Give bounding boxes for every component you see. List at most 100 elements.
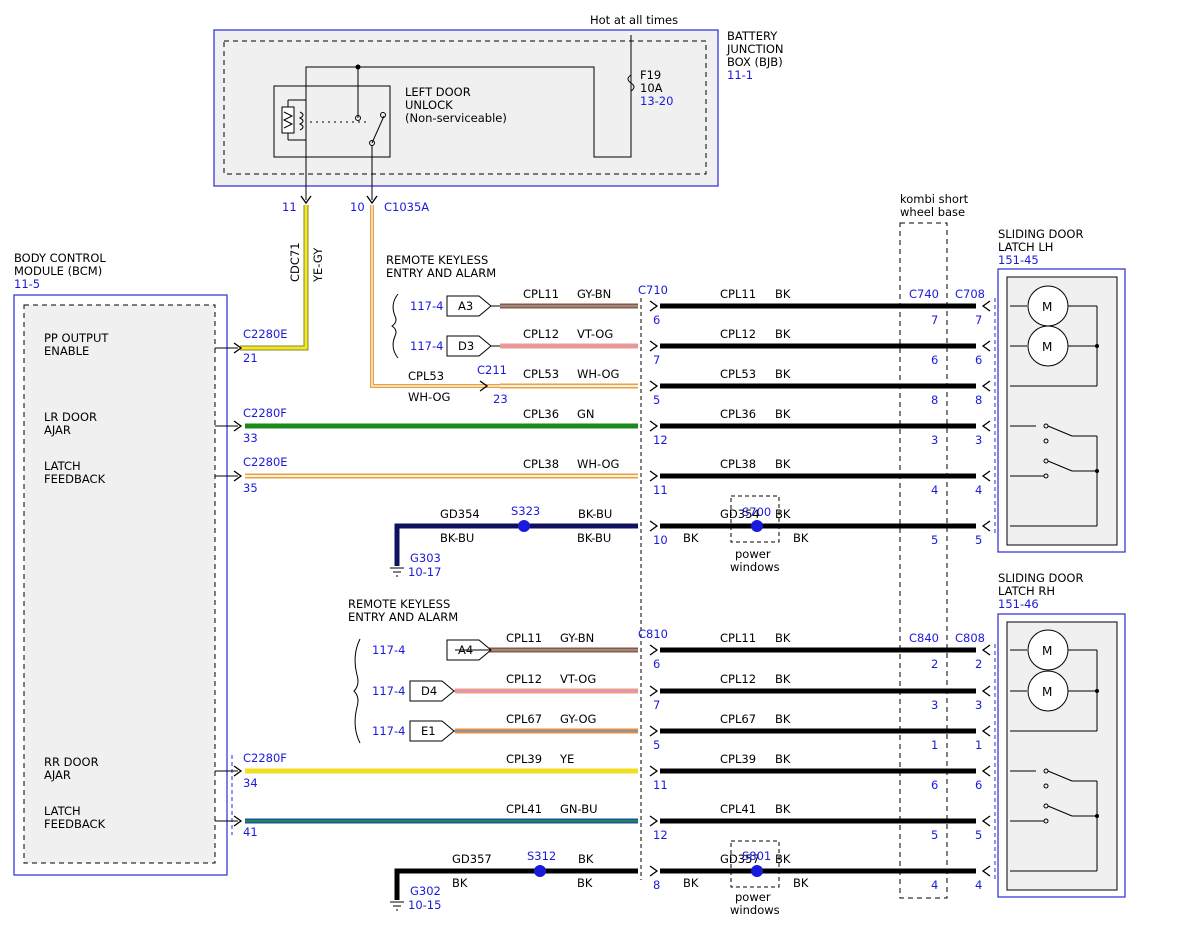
g303-drop	[394, 523, 400, 566]
gd357-mid-color: BK	[577, 876, 593, 890]
bcm-label-rr-2: AJAR	[44, 768, 71, 782]
c710-arrow-9	[649, 765, 659, 777]
rke-tag-1: D3	[458, 339, 474, 353]
wire-circuit-left-3: CPL36	[523, 407, 559, 421]
sliding-door-latch-lh: SLIDING DOOR LATCH LH 151-45 M M	[997, 227, 1126, 553]
wire-color-left-2: WH-OG	[577, 367, 619, 381]
c2280f-label-1: C2280F	[243, 406, 287, 420]
c710-pin-2: 5	[653, 393, 660, 407]
c710-arrow-10	[649, 815, 659, 827]
bcm-arrow-4	[233, 470, 243, 482]
rke-tag-box-3	[409, 680, 455, 702]
kombi-label-2: wheel base	[900, 205, 965, 219]
bjb-output-connector: 11 10 C1035A	[282, 185, 429, 214]
c710-arrow-1	[649, 340, 659, 352]
c808-label: C808	[955, 631, 985, 645]
wire-circuit-left-0: CPL11	[523, 287, 559, 301]
kombi-pin-3: 3	[931, 433, 938, 447]
cdc71-wire: CDC71 YE-GY	[240, 205, 325, 351]
relay-label-1: LEFT DOOR	[405, 85, 471, 99]
c710-arrow-4	[649, 470, 659, 482]
bcm-arrow-pp	[233, 342, 243, 354]
c710-arrow-2	[649, 380, 659, 392]
bcm-title-2: MODULE (BCM)	[14, 264, 102, 278]
bcm-label-lr-2: AJAR	[44, 423, 71, 437]
kombi-pin-8: 1	[931, 738, 938, 752]
c708-pin-3: 3	[975, 433, 982, 447]
splice-dot-0	[518, 520, 530, 532]
latch-rh-ref: 151-46	[998, 597, 1039, 611]
motor-lh-2: M	[1042, 340, 1052, 354]
bcm-label-rr-1: RR DOOR	[44, 755, 99, 769]
rke-tag-3: D4	[421, 684, 437, 698]
bcm-label-pp-1: PP OUTPUT	[44, 331, 109, 345]
rke-tag-0: A3	[458, 299, 473, 313]
body-control-module: BODY CONTROL MODULE (BCM) 11-5 PP OUTPUT…	[13, 251, 228, 876]
rke-tag-box-1	[446, 335, 492, 357]
wire-color-left-6: GY-BN	[560, 631, 594, 645]
fuse-name: F19	[640, 68, 661, 82]
rke-title-2-b: ENTRY AND ALARM	[348, 610, 458, 624]
latch-arrow-2	[981, 380, 991, 392]
wire-circuit-left-4: CPL38	[523, 457, 559, 471]
kombi-pin-11: 4	[931, 878, 938, 892]
c708-pin-5: 5	[975, 533, 982, 547]
bcm-pin-34: 34	[243, 776, 258, 790]
bcm-ref: 11-5	[14, 277, 40, 291]
gd357-left-color: BK	[452, 876, 468, 890]
latch-rh-title-2: LATCH RH	[998, 584, 1055, 598]
gd354-mid-color: BK-BU	[577, 531, 611, 545]
kombi-pin-2: 8	[931, 393, 938, 407]
rke-ref-2: 117-4	[372, 643, 405, 657]
c708-pin-7: 3	[975, 698, 982, 712]
wire-color-left-5: BK-BU	[578, 507, 612, 521]
c2280e-label-2: C2280E	[243, 455, 288, 469]
c710-label: C710	[638, 283, 668, 297]
motor-rh-2: M	[1042, 685, 1052, 699]
latch-arrow-4	[981, 470, 991, 482]
s323-label: S323	[511, 504, 540, 518]
c708-pin-2: 8	[975, 393, 982, 407]
wire-color-right-3: BK	[775, 407, 791, 421]
c710-arrow-6	[649, 644, 659, 656]
wire-color-left-10: GN-BU	[560, 802, 598, 816]
bcm-title-1: BODY CONTROL	[14, 251, 106, 265]
c708-label: C708	[955, 287, 985, 301]
connector-columns: kombi short wheel base C710 C740 C708 C8…	[638, 192, 996, 899]
pw-label-4: windows	[730, 903, 780, 917]
wire-circuit-left-7: CPL12	[506, 672, 542, 686]
wire-color-right-4: BK	[775, 457, 791, 471]
latch-arrow-0	[981, 300, 991, 312]
c740-label: C740	[909, 287, 939, 301]
latch-arrow-8	[981, 725, 991, 737]
wire-circuit-left-8: CPL67	[506, 712, 542, 726]
wire-color-left-9: YE	[559, 752, 574, 766]
kombi-pin-0: 7	[931, 313, 938, 327]
c2280f-label-2: C2280F	[243, 751, 287, 765]
wire-circuit-left-11: GD357	[452, 852, 492, 866]
c710-pin-1: 7	[653, 353, 660, 367]
c710-pin-3: 12	[653, 433, 668, 447]
bcm-label-lf2-1: LATCH	[44, 804, 81, 818]
c710-pin-6: 6	[653, 657, 660, 671]
rke-title-1-b: ENTRY AND ALARM	[386, 266, 496, 280]
wire-color-left-4: WH-OG	[577, 457, 619, 471]
c710-pin-0: 6	[653, 313, 660, 327]
wire-circuit-left-10: CPL41	[506, 802, 542, 816]
latch-arrow-3	[981, 420, 991, 432]
pw-label-1: power	[735, 547, 771, 561]
c710-pin-10: 12	[653, 828, 668, 842]
s312-label: S312	[527, 849, 556, 863]
wire-circuit-left-1: CPL12	[523, 327, 559, 341]
cdc71-circuit: CDC71	[288, 242, 302, 282]
cdc71-color: YE-GY	[311, 247, 325, 283]
s700-label: S700	[742, 505, 771, 519]
bjb-title-1: BATTERY	[727, 29, 778, 43]
gd357-right-color-b: BK	[793, 876, 809, 890]
bcm-connectors: C2280E 21 C2280F 33 C2280E 35 C2280F 34 …	[231, 327, 288, 839]
c710-pin-9: 11	[653, 778, 668, 792]
wire-color-right-0: BK	[775, 287, 791, 301]
wire-circuit-right-10: CPL41	[720, 802, 756, 816]
bjb-title-2: JUNCTION	[726, 42, 784, 56]
